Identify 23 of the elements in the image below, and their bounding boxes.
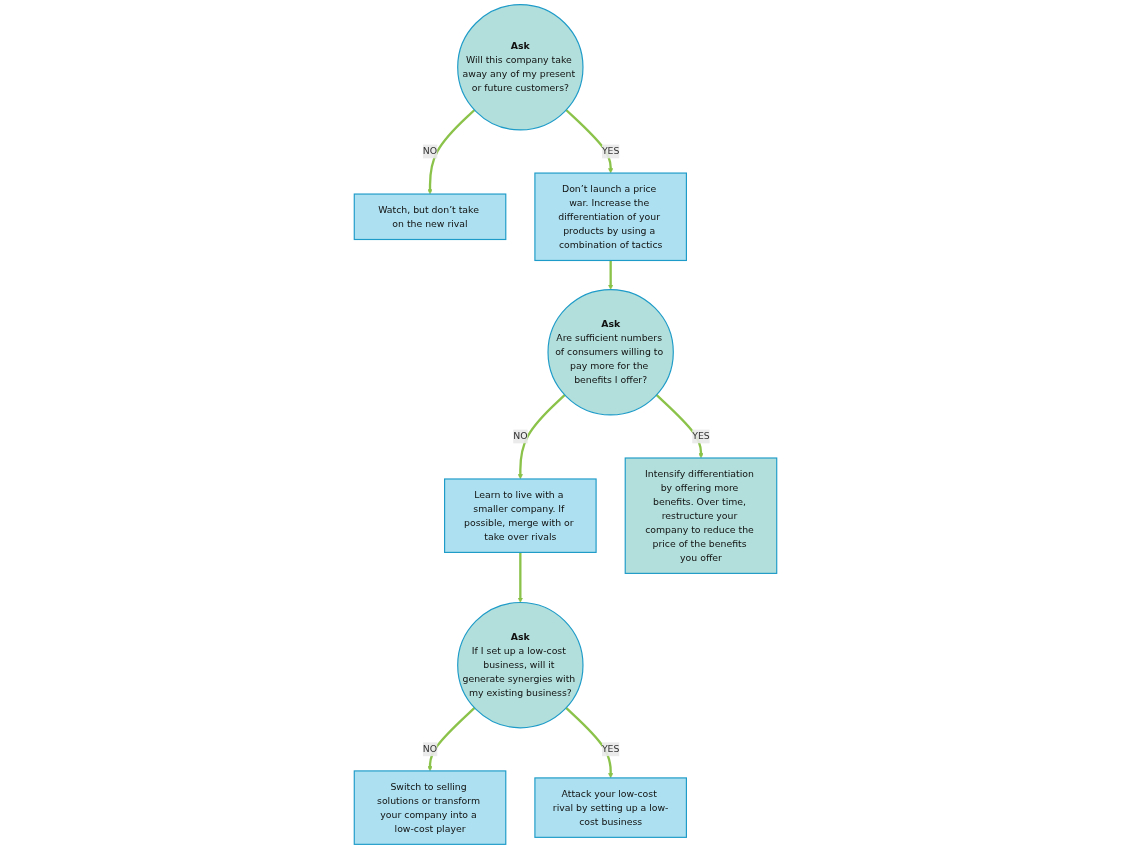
arrow	[565, 109, 614, 174]
node-circle: Ask If I set up a low-cost business, will it generate synergies with my existing business?	[457, 601, 584, 729]
node-circle: Ask Are sufficient numbers of consumers willing to pay more for the benefits I offer?	[547, 289, 674, 416]
node-box: Learn to live with a smaller company. If possible, merge with or take over rivals	[444, 478, 597, 553]
edge-label: NO	[422, 743, 438, 755]
node-box: Don’t launch a price war. Increase the differentiation of your products by using a combination of tactics	[534, 172, 687, 262]
edge-label: YES	[692, 430, 710, 442]
arrow	[517, 394, 566, 480]
node-box: Intensify differentiation by offering more benefits. Over time, restructure your company to reduce the price of the benefits you offer	[624, 457, 778, 574]
arrow	[517, 552, 523, 603]
node-box: Switch to selling solutions or transform your company into a low-cost player	[353, 770, 507, 845]
edge-label: YES	[601, 743, 620, 755]
node-box: Attack your low-cost rival by setting up a low-cost business	[534, 777, 687, 838]
edge-label: YES	[601, 145, 620, 157]
arrow	[427, 707, 476, 772]
arrow	[655, 394, 704, 459]
arrow	[608, 260, 614, 290]
node-circle: Ask Will this company take away any of my present or future customers?	[457, 4, 584, 131]
arrow	[565, 707, 614, 779]
edge-label: NO	[422, 145, 438, 157]
edge-label: NO	[513, 430, 528, 442]
node-box: Watch, but don’t take on the new rival	[353, 193, 507, 241]
arrow	[427, 109, 476, 195]
